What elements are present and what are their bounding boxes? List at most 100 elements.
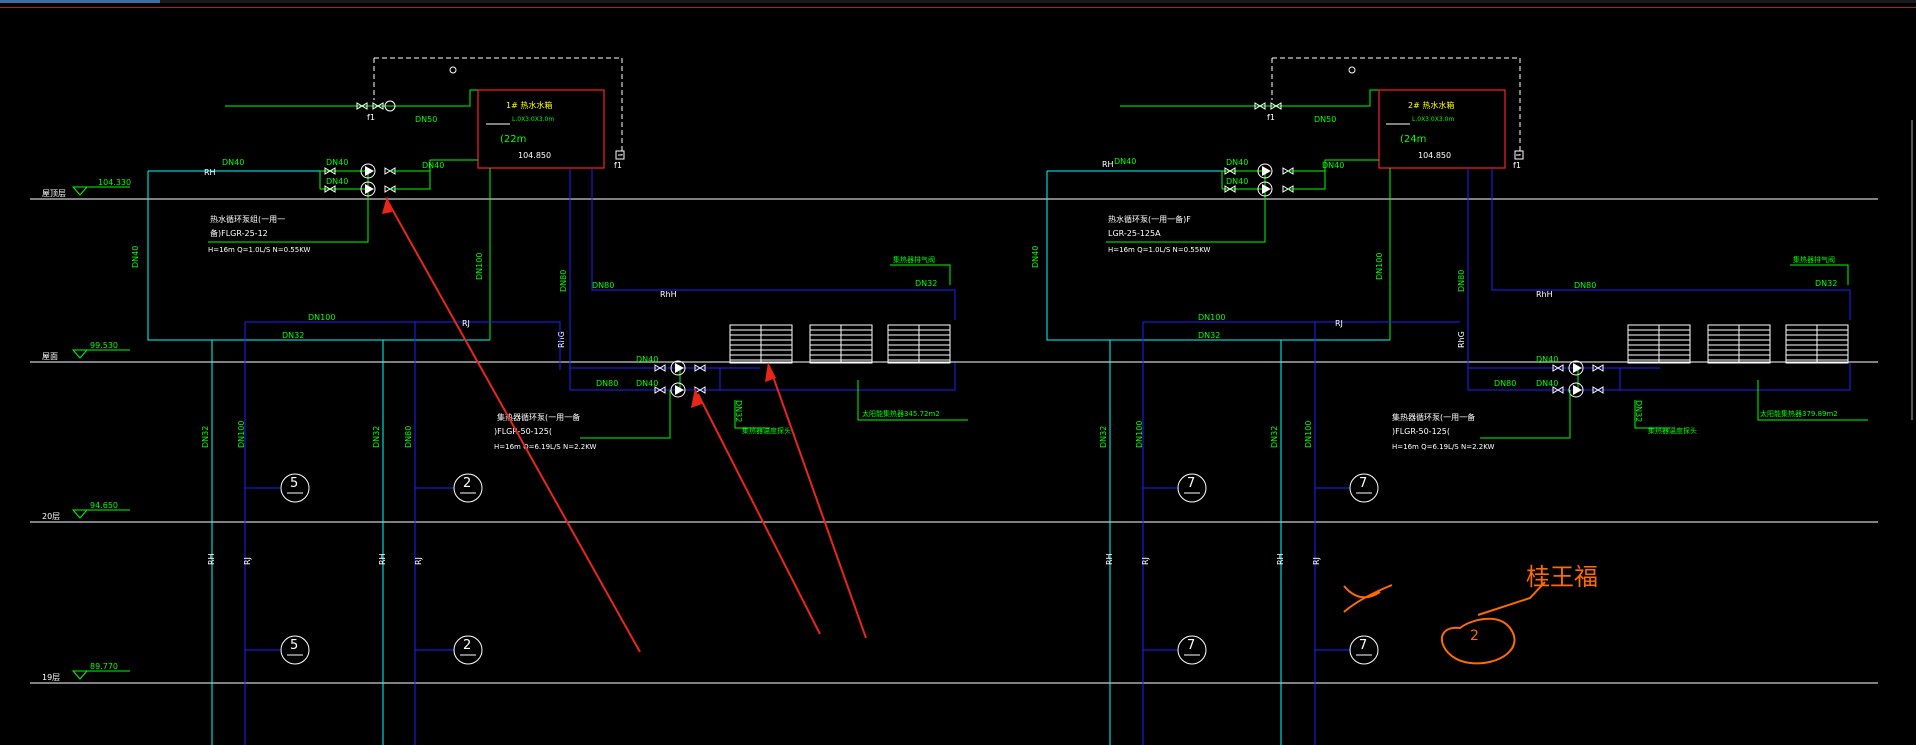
pipe-label: RhG (557, 331, 566, 348)
pipe-label: DN100 (237, 421, 246, 448)
pipe-label: RJ (1141, 557, 1150, 565)
level-value: 89.770 (90, 662, 118, 671)
pipe-label: RJ (243, 557, 252, 565)
pump-label: 热水循环泵(一用一备)F (1108, 214, 1191, 224)
hot-water-system-1: f1 DN50 1# 热水水箱 L.0X3.0X3.0m (22m 104.85… (131, 57, 968, 745)
pipe-label: DN40 (1536, 379, 1558, 388)
pipe-label: RH (204, 168, 216, 177)
f1-label: f1 (614, 161, 622, 170)
riser-tag: 5 (290, 476, 298, 491)
pipe-label: DN80 (596, 379, 618, 388)
pump-label: )FLGR-50-125( (1392, 427, 1450, 436)
hot-water-system-2: f1 DN50 2# 热水水箱 L.0X3.0X3.0m (24m 104.85… (1031, 57, 1868, 745)
pipe-label: DN32 (1634, 400, 1643, 422)
pipe-label: RJ (1335, 319, 1343, 328)
pipe-label: DN32 (1270, 426, 1279, 448)
riser-tag: 7 (1187, 476, 1195, 491)
riser-tag: 7 (1187, 638, 1195, 653)
hot-water-tank-2 (1378, 89, 1506, 169)
pipe-label: DN32 (1198, 331, 1220, 340)
pipe-label: DN80 (1574, 281, 1596, 290)
drawing-border (0, 7, 1916, 8)
pump-label: 集热器循环泵(一用一备 (497, 412, 580, 422)
vent-label: 集热器排气阀 (1793, 255, 1835, 264)
pipe-label: DN100 (1135, 421, 1144, 448)
pipe-label: RH (1276, 553, 1285, 565)
pipe-label: DN40 (636, 379, 658, 388)
annotation-text: 桂王福 (1526, 563, 1598, 591)
pipe-label: DN32 (915, 279, 937, 288)
pipe-label: DN80 (1494, 379, 1516, 388)
pipe-label: RH (378, 553, 387, 565)
tank-elevation: 104.850 (518, 151, 551, 160)
vent-label: 集热器排气阀 (893, 255, 935, 264)
temp-label: 集热器温度探头 (1648, 426, 1697, 435)
level-name: 屋顶层 (42, 189, 66, 198)
pipe-label: DN32 (282, 331, 304, 340)
tank-elevation: 104.850 (1418, 151, 1451, 160)
pipe-label: DN80 (1457, 270, 1466, 292)
pump-label: )FLGR-50-125( (494, 427, 552, 436)
temp-label: 集热器温度探头 (742, 426, 791, 435)
level-marker: 94.650 20层 (42, 501, 130, 521)
riser-tag: 5 (290, 638, 298, 653)
pipe-label: DN40 (326, 177, 348, 186)
pipe-label: DN40 (1031, 246, 1040, 268)
red-arrow-annotation (382, 196, 867, 653)
pipe-label: DN32 (201, 426, 210, 448)
pipe-label: DN100 (1198, 313, 1225, 322)
pipe-label: RJ (414, 557, 423, 565)
pipe-label: DN40 (422, 161, 444, 170)
tank-size: L.0X3.0X3.0m (512, 116, 554, 123)
pipe-label: RhH (1536, 290, 1553, 299)
collector-label: 太阳能集热器379.89m2 (1760, 409, 1838, 418)
pipe-label: RH (1102, 160, 1114, 169)
pipe-label: RhH (660, 290, 677, 299)
level-name: 19层 (42, 673, 60, 682)
pump-spec: H=16m Q=6.19L/S N=2.2KW (494, 443, 597, 451)
pipe-label: DN32 (1815, 279, 1837, 288)
annotation-tag: 2 (1470, 628, 1479, 644)
pipe-label: RJ (1312, 557, 1321, 565)
pipe-label: DN40 (1226, 177, 1248, 186)
active-tab[interactable] (0, 0, 160, 3)
tank-title: 1# 热水水箱 (506, 100, 552, 110)
pipe-label: DN32 (734, 400, 743, 422)
pipe-label: DN40 (131, 246, 140, 268)
pipe-label: RJ (462, 319, 470, 328)
riser-tag: 2 (463, 476, 471, 491)
tank-volume: (22m (500, 134, 526, 145)
pipe-label: DN100 (475, 253, 484, 280)
pipe-label: RhG (1457, 331, 1466, 348)
level-marker: 89.770 19层 (42, 662, 130, 682)
pipe-label: DN40 (1322, 161, 1344, 170)
title-bar (0, 0, 1916, 3)
pipe-label: DN32 (372, 426, 381, 448)
pipe-label: DN40 (1114, 157, 1136, 166)
pipe-label: DN40 (326, 158, 348, 167)
pump-label: LGR-25-125A (1108, 229, 1161, 238)
tank-volume: (24m (1400, 134, 1426, 145)
level-value: 94.650 (90, 501, 118, 510)
level-name: 20层 (42, 512, 60, 521)
pump-label: 备)FLGR-25-12 (210, 228, 268, 238)
pipe-label: DN100 (1375, 253, 1384, 280)
pipe-label: DN80 (592, 281, 614, 290)
pipe-label: DN40 (636, 355, 658, 364)
f1-label: f1 (1267, 113, 1275, 122)
pump-spec: H=16m Q=6.19L/S N=2.2KW (1392, 443, 1495, 451)
pump-spec: H=16m Q=1.0L/S N=0.55KW (1108, 246, 1211, 254)
level-value: 99.530 (90, 341, 118, 350)
handwritten-annotation: 2 桂王福 (1343, 563, 1598, 665)
pipe-label: DN40 (1226, 158, 1248, 167)
pump-spec: H=16m Q=1.0L/S N=0.55KW (208, 246, 311, 254)
pipe-label: DN100 (1304, 421, 1313, 448)
tank-title: 2# 热水水箱 (1408, 100, 1454, 110)
riser-tag: 2 (463, 638, 471, 653)
f1-label: f1 (367, 113, 375, 122)
level-name: 屋面 (42, 352, 58, 361)
collector-label: 太阳能集热器345.72m2 (862, 409, 940, 418)
pipe-label: RH (207, 553, 216, 565)
pump-label: 集热器循环泵(一用一备 (1392, 412, 1475, 422)
